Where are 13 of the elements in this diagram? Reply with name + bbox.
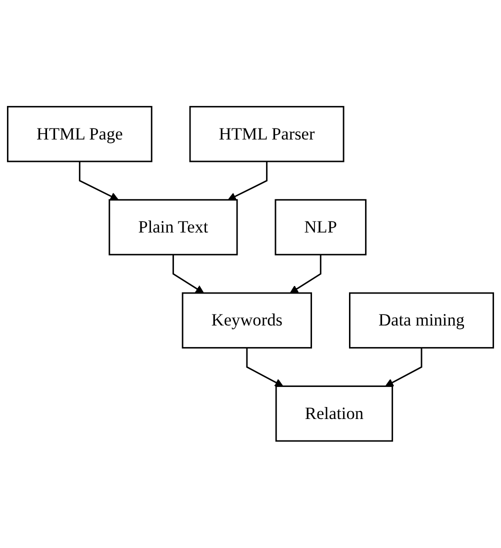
arrow — [172, 254, 204, 294]
node-box: Data mining — [349, 292, 494, 349]
node-box: Keywords — [182, 292, 312, 349]
arrow — [290, 254, 322, 294]
arrow — [228, 162, 268, 200]
node-box: Relation — [275, 386, 394, 442]
arrow — [78, 162, 119, 200]
arrow — [246, 348, 284, 387]
node-box: Plain Text — [108, 199, 238, 256]
arrow — [385, 348, 422, 387]
node-box: HTML Page — [6, 106, 152, 162]
node-box: HTML Parser — [189, 106, 344, 162]
node-box: NLP — [274, 199, 367, 256]
